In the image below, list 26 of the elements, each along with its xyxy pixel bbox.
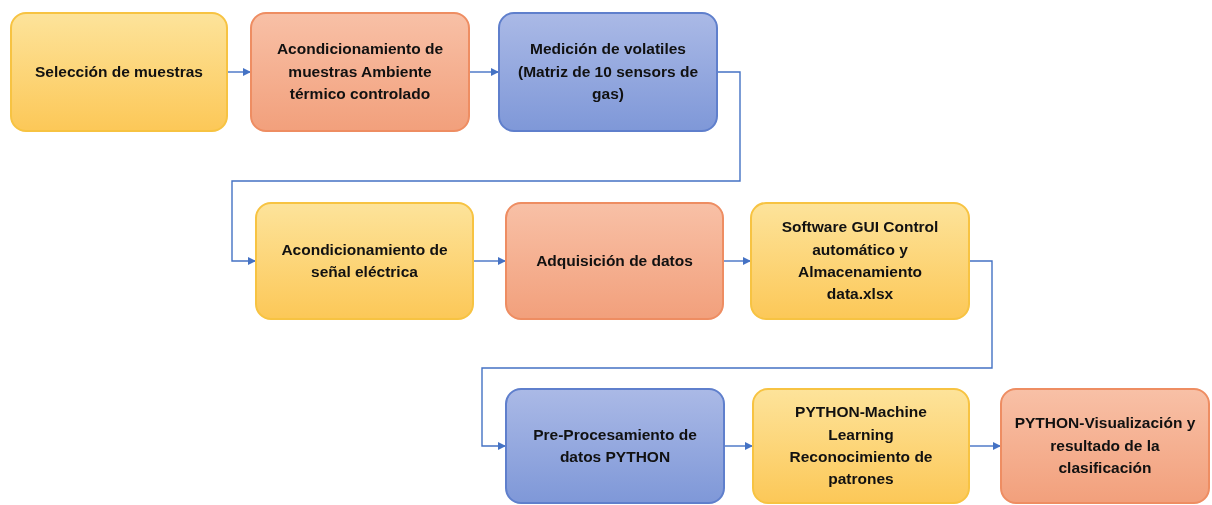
- process-box: [250, 12, 470, 132]
- arrow: [723, 257, 751, 265]
- box-text: Medición de volatiles (Matriz de 10 sensors de gas): [516, 39, 699, 105]
- arrow: [469, 68, 499, 76]
- arrow: [227, 68, 251, 76]
- process-box: [505, 388, 725, 504]
- box-text: PYTHON-Machine Learning Reconocimiento de patrones: [788, 402, 934, 490]
- process-box: [255, 202, 474, 320]
- box-text: PYTHON-Visualización y resultado de la clasificación: [1014, 413, 1196, 479]
- process-box: [752, 388, 970, 504]
- arrow: [724, 442, 753, 450]
- process-box: [498, 12, 718, 132]
- box-text: Adquisición de datos: [536, 250, 693, 271]
- box-text: Selección de muestras: [35, 61, 203, 82]
- arrow: [231, 71, 741, 265]
- arrow: [473, 257, 506, 265]
- box-text: Software GUI Control automático y Almacenamiento data.xlsx: [780, 217, 940, 305]
- arrow: [481, 260, 993, 450]
- process-box: [750, 202, 970, 320]
- process-box: [505, 202, 724, 320]
- arrow: [969, 442, 1001, 450]
- box-text: Acondicionamiento de señal eléctrica: [280, 239, 449, 282]
- box-text: Acondicionamiento de muestras Ambiente térmico controlado: [275, 39, 445, 105]
- process-box: [1000, 388, 1210, 504]
- box-text: Pre-Procesamiento de datos PYTHON: [532, 424, 698, 467]
- process-box: [10, 12, 228, 132]
